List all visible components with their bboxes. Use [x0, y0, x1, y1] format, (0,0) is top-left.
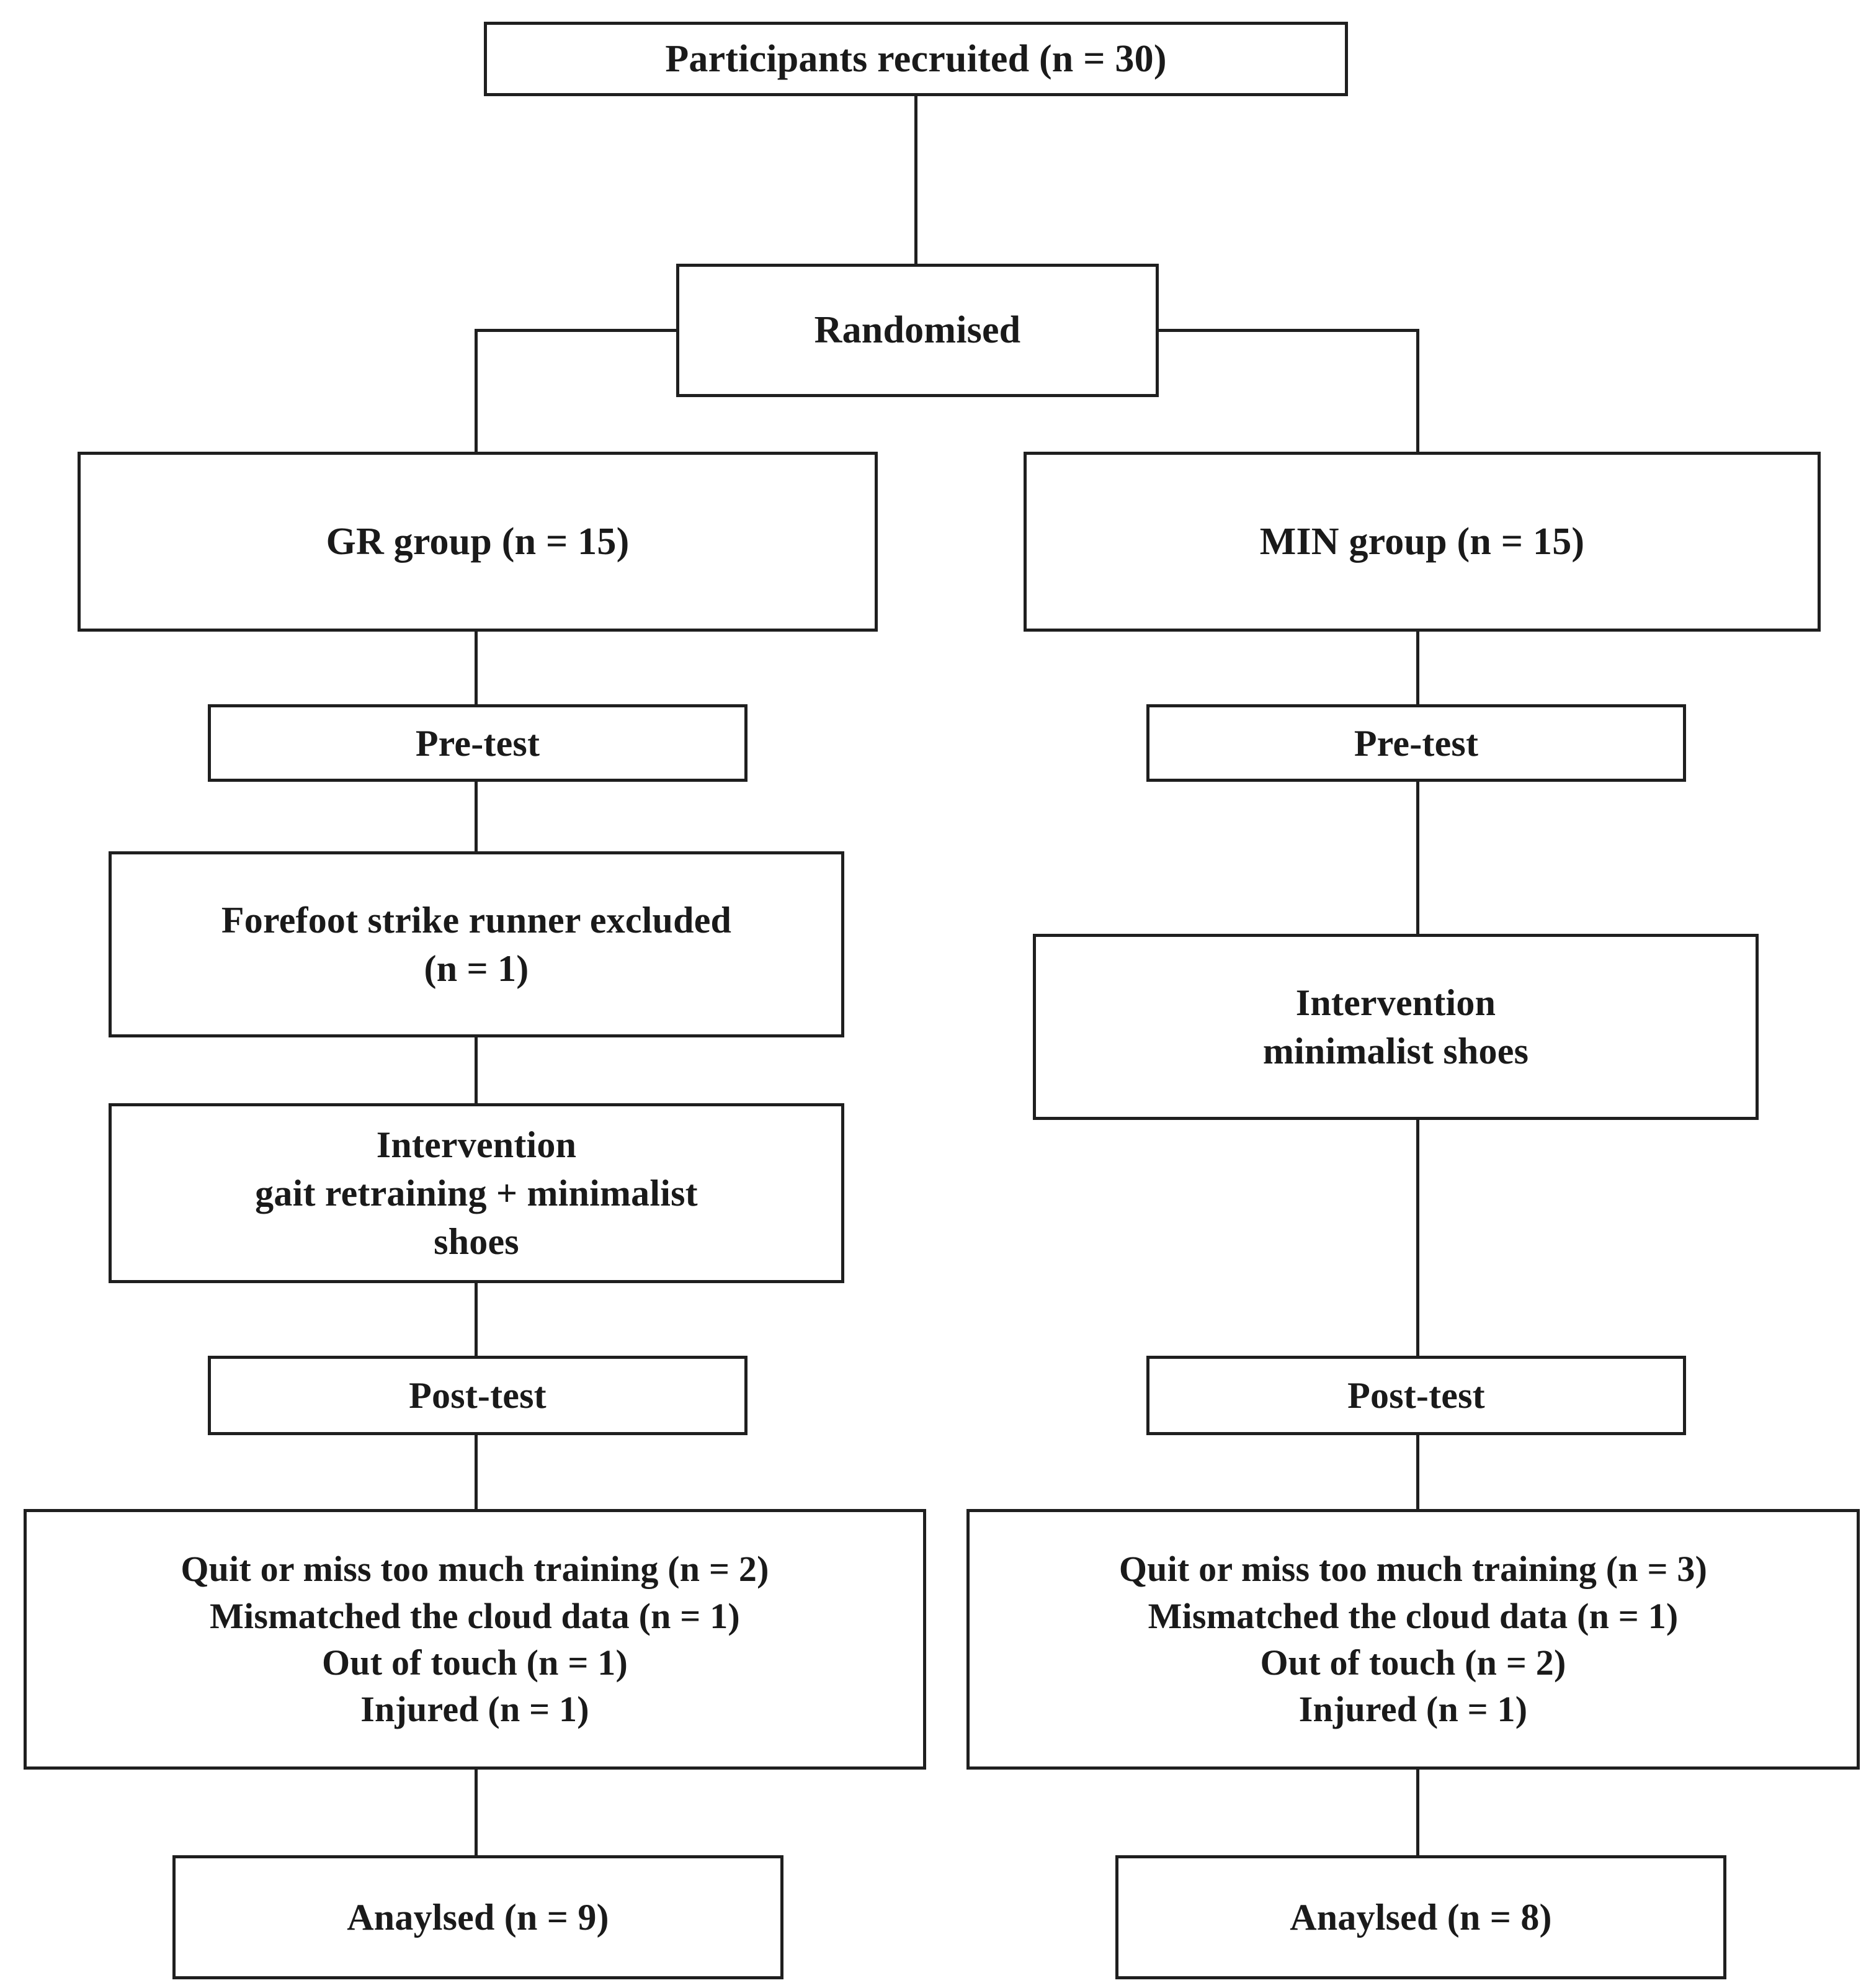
connector-gr-dropout-to-analysed: [475, 1766, 478, 1858]
connector-randomised-to-gr: [475, 329, 478, 453]
connector-gr-group-to-pretest: [475, 629, 478, 706]
node-min-analysed-label: Anaylsed (n = 8): [1290, 1897, 1552, 1938]
connector-randomised-to-min: [1416, 329, 1419, 453]
node-min-pretest-label: Pre-test: [1354, 722, 1479, 764]
node-gr-dropout-label: Quit or miss too much training (n = 2) M…: [181, 1549, 769, 1730]
node-min-analysed: Anaylsed (n = 8): [1115, 1855, 1726, 1979]
connector-randomised-right-arm: [1156, 329, 1419, 332]
node-participants-recruited: Participants recruited (n = 30): [484, 22, 1348, 96]
node-randomised-label: Randomised: [814, 309, 1021, 352]
connector-min-intervention-to-posttest: [1416, 1117, 1419, 1358]
node-gr-pretest-label: Pre-test: [415, 722, 540, 764]
node-min-dropout: Quit or miss too much training (n = 3) M…: [966, 1509, 1860, 1770]
node-randomised: Randomised: [676, 264, 1159, 397]
node-gr-pretest: Pre-test: [208, 704, 748, 782]
node-gr-intervention: Intervention gait retraining + minimalis…: [109, 1103, 844, 1283]
connector-gr-excluded-to-intervention: [475, 1034, 478, 1106]
node-min-group-label: MIN group (n = 15): [1259, 520, 1585, 563]
connector-min-posttest-to-dropout: [1416, 1432, 1419, 1511]
node-min-dropout-label: Quit or miss too much training (n = 3) M…: [1118, 1549, 1708, 1730]
node-gr-forefoot-excluded-label: Forefoot strike runner excluded (n = 1): [221, 900, 732, 989]
connector-min-group-to-pretest: [1416, 629, 1419, 706]
connector-min-dropout-to-analysed: [1416, 1766, 1419, 1858]
node-gr-group-label: GR group (n = 15): [326, 520, 630, 563]
node-gr-intervention-label: Intervention gait retraining + minimalis…: [255, 1124, 698, 1262]
node-min-posttest-label: Post-test: [1347, 1375, 1485, 1416]
connector-gr-pretest-to-excluded: [475, 779, 478, 853]
node-min-intervention-label: Intervention minimalist shoes: [1262, 982, 1529, 1072]
connector-min-pretest-to-intervention: [1416, 779, 1419, 937]
node-min-intervention: Intervention minimalist shoes: [1033, 934, 1759, 1120]
connector-randomised-left-arm: [475, 329, 679, 332]
node-gr-forefoot-excluded: Forefoot strike runner excluded (n = 1): [109, 851, 844, 1037]
node-gr-posttest: Post-test: [208, 1356, 748, 1435]
node-gr-group: GR group (n = 15): [78, 452, 878, 632]
node-min-pretest: Pre-test: [1146, 704, 1686, 782]
node-min-posttest: Post-test: [1146, 1356, 1686, 1435]
node-gr-analysed-label: Anaylsed (n = 9): [347, 1897, 609, 1938]
node-gr-posttest-label: Post-test: [409, 1375, 547, 1416]
node-gr-dropout: Quit or miss too much training (n = 2) M…: [24, 1509, 926, 1770]
node-min-group: MIN group (n = 15): [1024, 452, 1821, 632]
node-participants-recruited-label: Participants recruited (n = 30): [665, 37, 1167, 80]
connector-gr-posttest-to-dropout: [475, 1432, 478, 1511]
connector-recruited-to-randomised: [914, 93, 917, 266]
node-gr-analysed: Anaylsed (n = 9): [172, 1855, 783, 1979]
connector-gr-intervention-to-posttest: [475, 1280, 478, 1358]
